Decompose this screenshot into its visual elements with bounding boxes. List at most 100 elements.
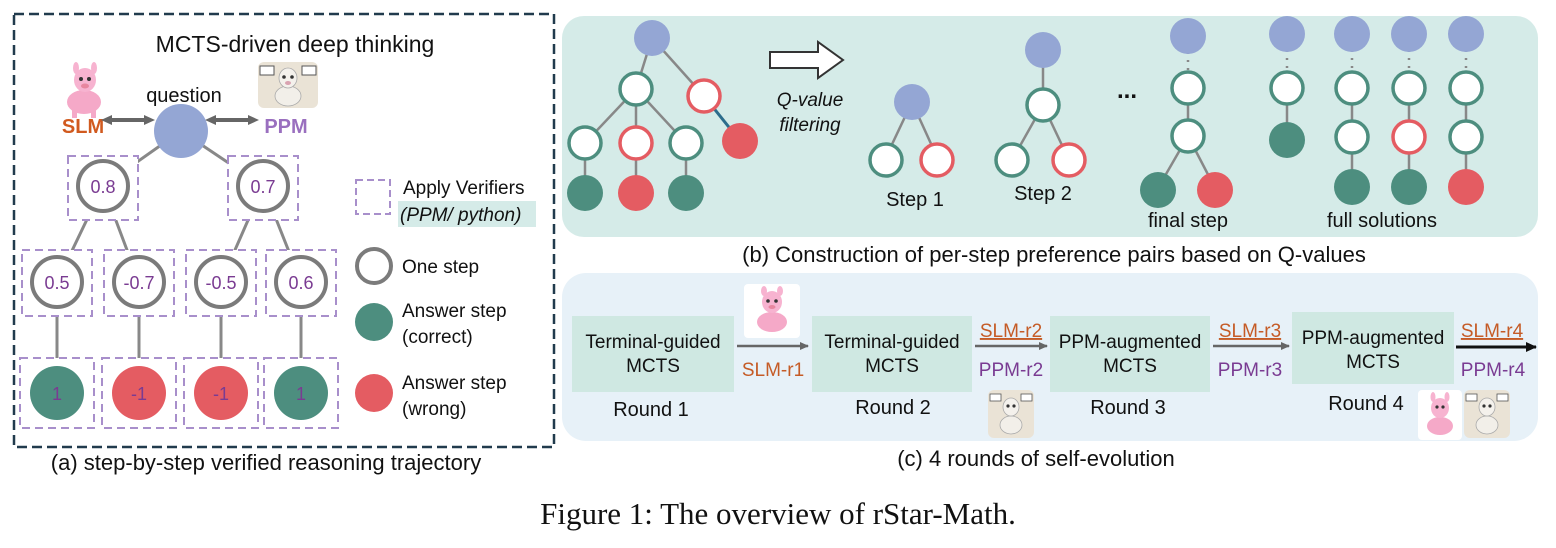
legend-correct-label: Answer step xyxy=(402,301,507,322)
step-node xyxy=(194,255,248,309)
panel-a-caption: (a) step-by-step verified reasoning traj… xyxy=(51,450,481,475)
step-node xyxy=(668,125,704,161)
step-node xyxy=(274,255,328,309)
arrow1-slm-label: SLM-r1 xyxy=(742,360,804,381)
arrow3-slm-label: SLM-r3 xyxy=(1219,321,1281,342)
step-node xyxy=(868,142,904,178)
step-node xyxy=(1025,87,1061,123)
round-1-label: Round 1 xyxy=(613,399,689,421)
slm-llama-icon xyxy=(67,62,101,118)
step-node-wrong xyxy=(1391,119,1427,155)
round-3-line1: PPM-augmented xyxy=(1059,332,1202,353)
legend-verifier-swatch xyxy=(355,179,391,215)
step-node-wrong xyxy=(1051,142,1087,178)
step-node xyxy=(567,125,603,161)
answer-correct-node xyxy=(1334,169,1370,205)
root-node xyxy=(1391,16,1427,52)
ppm-label: PPM xyxy=(264,116,307,138)
panel-b-caption: (b) Construction of per-step preference … xyxy=(742,242,1366,267)
legend-wrong-label: Answer step xyxy=(402,373,507,394)
step-node xyxy=(1448,70,1484,106)
legend-verifiers-highlight xyxy=(398,201,536,227)
ppm-llama-icon xyxy=(988,390,1034,438)
step1-label: Step 1 xyxy=(886,189,944,211)
panel-a: MCTS-driven deep thinking SLM PPM qu xyxy=(12,12,556,475)
panel-c: Terminal-guided MCTS Round 1 Terminal-gu… xyxy=(562,273,1538,471)
round-2-label: Round 2 xyxy=(855,397,931,419)
step-node xyxy=(236,159,290,213)
step-node xyxy=(112,255,166,309)
round-2-line1: Terminal-guided xyxy=(824,332,959,353)
answer-correct-node xyxy=(668,175,704,211)
q-value: -0.7 xyxy=(123,273,154,293)
answer-wrong-node xyxy=(194,366,248,420)
step-node xyxy=(1170,70,1206,106)
round-1-box xyxy=(572,316,734,392)
q-filter-sublabel: filtering xyxy=(779,115,841,136)
answer-wrong-node xyxy=(722,123,758,159)
answer-correct-node xyxy=(1391,169,1427,205)
answer-wrong-node xyxy=(112,366,166,420)
round-1-line1: Terminal-guided xyxy=(585,332,720,353)
q-value: -0.5 xyxy=(205,273,236,293)
round-4-label: Round 4 xyxy=(1328,393,1404,415)
legend-verifiers-label: Apply Verifiers xyxy=(403,178,524,199)
answer-wrong-node xyxy=(618,175,654,211)
arrow3-ppm-label: PPM-r3 xyxy=(1218,360,1282,381)
step-node xyxy=(76,159,130,213)
arrow2-slm-label: SLM-r2 xyxy=(980,321,1042,342)
round-2-box xyxy=(812,316,972,392)
panel-a-title: MCTS-driven deep thinking xyxy=(156,31,435,57)
round-4-line2: MCTS xyxy=(1346,352,1400,373)
step-node-wrong xyxy=(618,125,654,161)
q-value: 0.8 xyxy=(90,177,115,197)
legend-wrong-sublabel: (wrong) xyxy=(402,399,466,420)
final-step-label: final step xyxy=(1148,210,1228,232)
ellipsis: ... xyxy=(1117,77,1137,104)
step-node xyxy=(1334,119,1370,155)
step-node xyxy=(1170,118,1206,154)
panel-c-caption: (c) 4 rounds of self-evolution xyxy=(897,446,1175,471)
full-solutions xyxy=(1269,16,1484,205)
q-value: -1 xyxy=(213,384,229,404)
question-root-node xyxy=(154,104,208,158)
full-solutions-label: full solutions xyxy=(1327,210,1437,232)
step-node xyxy=(1334,70,1370,106)
answer-wrong-node xyxy=(1448,169,1484,205)
round-4-line1: PPM-augmented xyxy=(1302,328,1445,349)
legend-step-swatch xyxy=(355,247,393,285)
slm-llama-icon xyxy=(744,284,800,338)
legend-correct-swatch xyxy=(355,303,393,341)
step2-label: Step 2 xyxy=(1014,183,1072,205)
step-node xyxy=(994,142,1030,178)
root-node xyxy=(1334,16,1370,52)
panel-a-legend: Apply Verifiers (PPM/ python) One step A… xyxy=(355,178,536,420)
root-node xyxy=(634,20,670,56)
q-value: -1 xyxy=(131,384,147,404)
answer-correct-node xyxy=(30,366,84,420)
round-3-box xyxy=(1050,316,1210,392)
panel-b-background xyxy=(562,16,1538,237)
step-node-wrong xyxy=(686,78,722,114)
figure-caption: Figure 1: The overview of rStar-Math. xyxy=(540,496,1016,531)
q-value: 0.5 xyxy=(44,273,69,293)
root-node xyxy=(1025,32,1061,68)
round-3-label: Round 3 xyxy=(1090,397,1166,419)
round-1-line2: MCTS xyxy=(626,356,680,377)
step-node-wrong xyxy=(919,142,955,178)
q-value: 1 xyxy=(52,384,62,404)
root-node xyxy=(1269,16,1305,52)
slm-label: SLM xyxy=(62,116,104,138)
root-node xyxy=(1170,18,1206,54)
answer-correct-node xyxy=(1140,172,1176,208)
question-label: question xyxy=(146,85,222,107)
round-3-line2: MCTS xyxy=(1103,356,1157,377)
root-node xyxy=(1448,16,1484,52)
step-node xyxy=(1448,119,1484,155)
ppm-llama-icon xyxy=(1464,390,1510,438)
q-value: 1 xyxy=(296,384,306,404)
step-node xyxy=(1391,70,1427,106)
q-value: 0.7 xyxy=(250,177,275,197)
answer-wrong-node xyxy=(1197,172,1233,208)
